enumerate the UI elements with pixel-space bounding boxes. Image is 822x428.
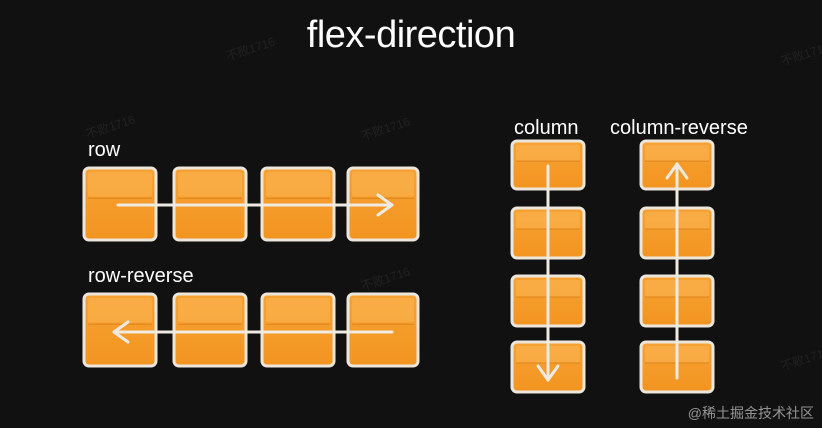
row-reverse-direction-arrow	[112, 320, 394, 344]
row-label: row	[88, 139, 121, 161]
column-direction-arrow	[536, 164, 560, 382]
row-reverse-flex-item	[260, 292, 336, 368]
row-reverse-flex-item	[82, 292, 158, 368]
column-reverse-label: column-reverse	[610, 117, 748, 139]
row-reverse-flex-item	[346, 292, 420, 368]
credit-text: @稀土掘金技术社区	[687, 405, 814, 421]
column-label: column	[514, 117, 579, 139]
row-reverse-label: row-reverse	[88, 265, 194, 287]
row-direction-arrow	[116, 193, 394, 217]
column-reverse-direction-arrow	[665, 162, 689, 380]
row-reverse-flex-item	[172, 292, 248, 368]
row-reverse-group	[82, 292, 420, 368]
page-title: flex-direction	[306, 14, 516, 56]
